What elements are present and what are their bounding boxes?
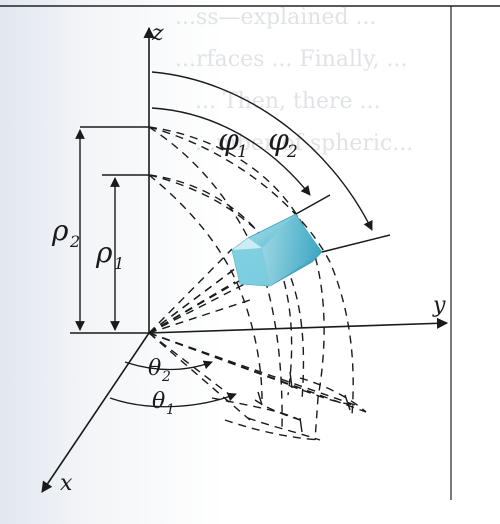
bg-text-line: ... Then, there ...: [195, 89, 381, 114]
theta1-subscript: 1: [166, 402, 175, 418]
phi-guides: [80, 126, 391, 253]
floor-ticks: [257, 371, 351, 433]
background-text: ...ss—explained ... ...rfaces ... Finall…: [175, 5, 413, 156]
y-axis: [148, 317, 449, 334]
theta2-symbol: θ: [148, 356, 161, 381]
bg-text-line: ...rfaces ... Finally, ...: [175, 47, 407, 72]
y-axis-label: y: [432, 293, 446, 318]
theta1-arc: [109, 392, 237, 408]
phi2-symbol: φ: [268, 123, 289, 158]
theta2-subscript: 2: [161, 369, 171, 385]
x-axis-label: x: [60, 471, 73, 496]
phi2-subscript: 2: [286, 142, 298, 162]
rho1-label: ρ 1: [95, 236, 124, 273]
bg-text-line: ...mber of spheric...: [195, 131, 413, 156]
rho-dimensions: [70, 129, 149, 334]
rho2-label: ρ 2: [51, 214, 80, 251]
rho1-symbol: ρ: [95, 236, 113, 269]
phi1-subscript: 1: [237, 142, 248, 162]
phi1-label: φ 1: [218, 123, 248, 162]
bg-text-line: ...ss—explained ...: [175, 5, 377, 30]
rho2-subscript: 2: [69, 232, 80, 251]
theta-arcs: [109, 360, 237, 408]
spherical-wedge: [231, 213, 323, 287]
phi1-arc: [151, 107, 311, 196]
phi2-label: φ 2: [268, 123, 298, 162]
theta2-label: θ 2: [148, 356, 171, 385]
phi1-symbol: φ: [218, 123, 239, 158]
rho1-subscript: 1: [114, 254, 124, 273]
theta1-label: θ 1: [152, 389, 175, 418]
phi-arcs: [151, 71, 373, 231]
rho2-symbol: ρ: [51, 214, 69, 247]
axes: [41, 26, 449, 493]
phi2-arc: [151, 71, 373, 231]
z-axis-label: z: [151, 21, 164, 46]
theta2-arc: [124, 360, 213, 371]
theta1-symbol: θ: [152, 389, 165, 414]
x-axis: [41, 332, 150, 493]
